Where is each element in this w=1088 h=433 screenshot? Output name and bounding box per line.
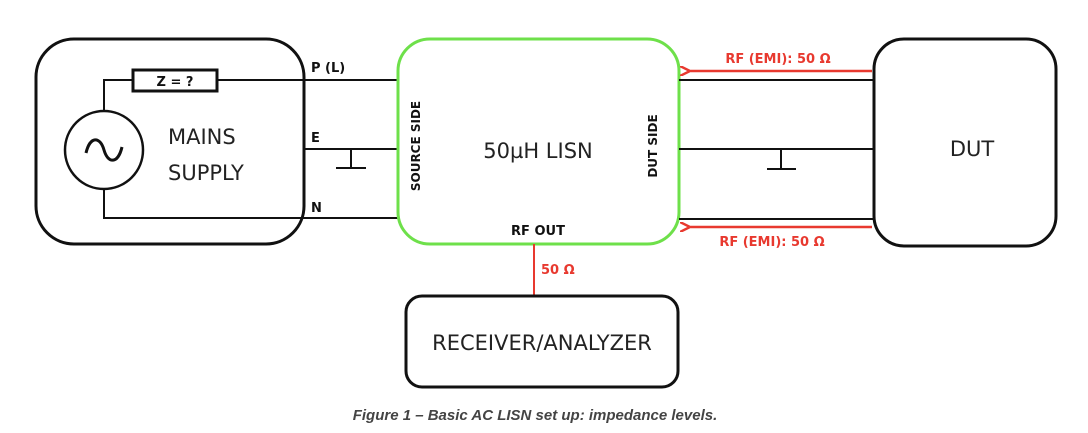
mains-phase-wire [103,79,133,110]
terminal-neutral-label: N [311,201,322,216]
ac-source-icon [63,109,145,191]
figure-caption: Figure 1 – Basic AC LISN set up: impedan… [353,407,718,424]
mains-neutral-wire [103,189,398,219]
ground-symbol-dut [767,149,796,170]
terminal-phase-label: P (L) [311,61,345,76]
mains-label-line1: MAINS [168,125,236,149]
rf-arrow-bottom-label: RF (EMI): 50 Ω [719,235,824,250]
receiver-box [404,294,680,389]
lisn-rf-out-label: RF OUT [511,224,565,239]
ground-symbol-source [336,149,366,169]
lisn-box [396,37,681,246]
lisn-source-side-label: SOURCE SIDE [409,101,423,191]
dut-label: DUT [950,137,995,161]
rf-arrow-top-label: RF (EMI): 50 Ω [725,52,830,67]
impedance-label: Z = ? [157,75,194,90]
rf-out-impedance-label: 50 Ω [541,263,575,278]
mains-label-line2: SUPPLY [168,161,244,185]
terminal-earth-label: E [311,131,320,146]
mains-supply-box [34,37,306,246]
dut-box [872,37,1058,248]
receiver-label: RECEIVER/ANALYZER [432,331,652,355]
lisn-dut-side-label: DUT SIDE [646,114,660,177]
lisn-title: 50µH LISN [483,139,592,163]
